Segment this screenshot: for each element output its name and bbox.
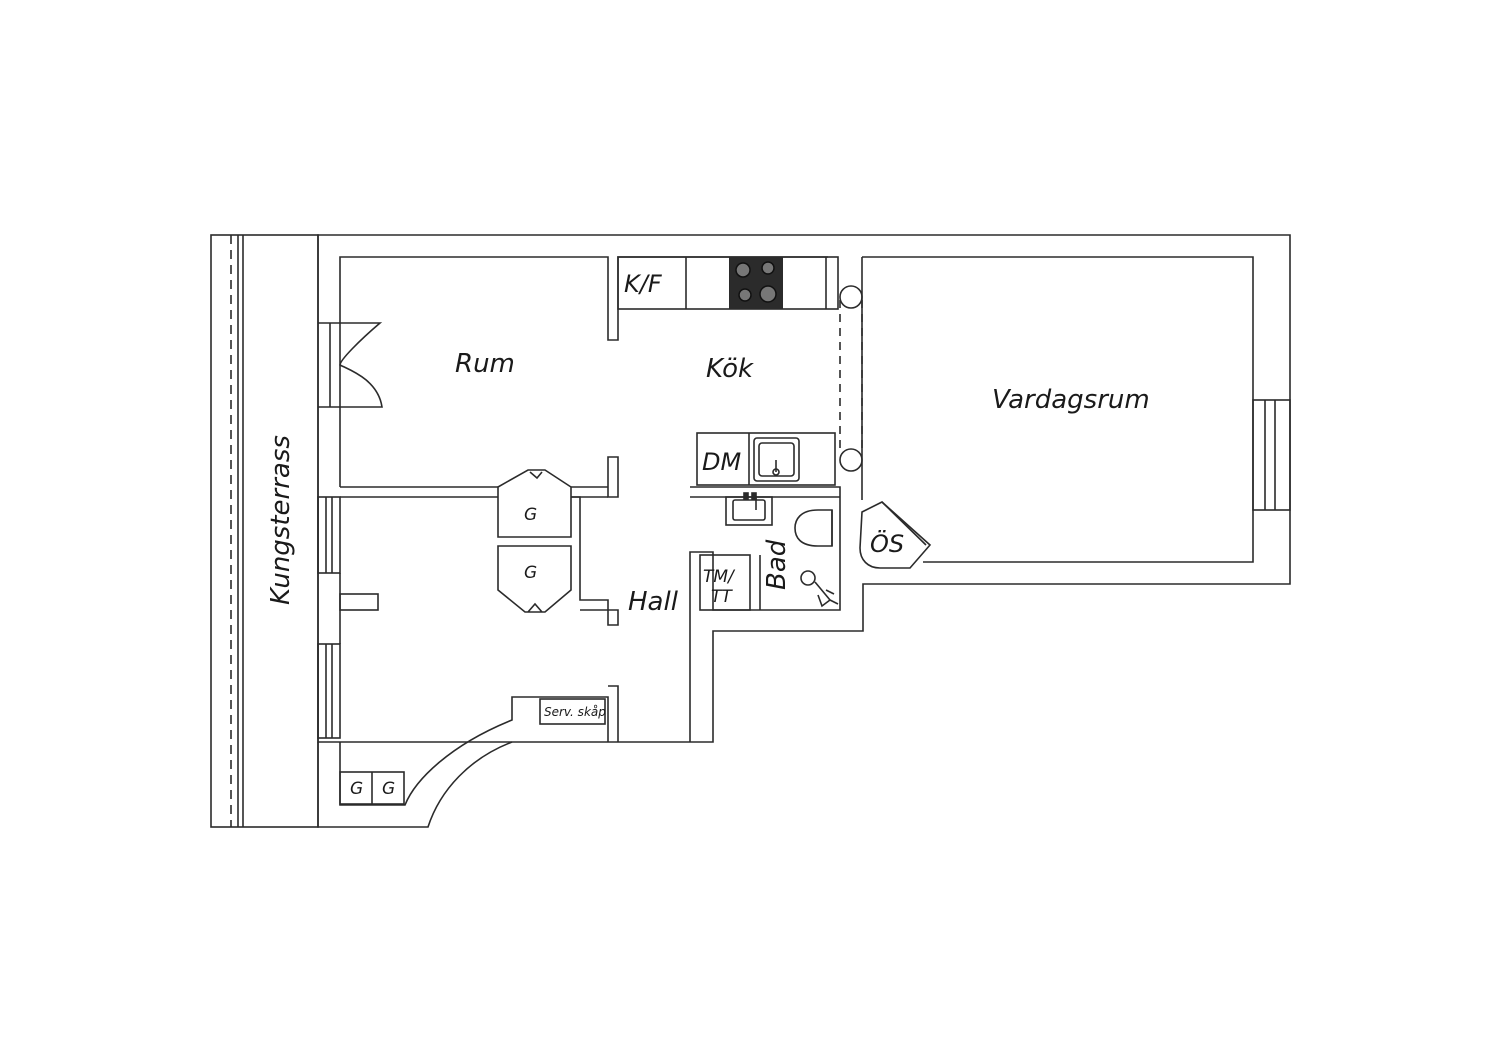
kitchen-counter xyxy=(617,256,839,310)
label-os: ÖS xyxy=(870,529,904,558)
label-tm: TM/ xyxy=(703,567,736,587)
label-wardrobe-2: G xyxy=(524,563,537,583)
bath-sink xyxy=(725,496,773,526)
window xyxy=(317,496,341,574)
label-cabinet-g1: G xyxy=(350,779,363,799)
label-kf: K/F xyxy=(624,270,663,298)
label-kok: Kök xyxy=(706,354,754,384)
label-tt: TT xyxy=(711,587,733,607)
label-wardrobe-1: G xyxy=(524,505,537,525)
label-vardagsrum: Vardagsrum xyxy=(992,385,1150,415)
serv-cabinet xyxy=(539,698,606,725)
window xyxy=(317,643,341,739)
balcony-door xyxy=(318,322,383,408)
label-kungsterrass: Kungsterrass xyxy=(266,435,296,605)
washer xyxy=(699,554,751,611)
toilet xyxy=(794,509,833,547)
label-cabinet-g2: G xyxy=(382,779,395,799)
stove xyxy=(729,257,783,309)
label-bad: Bad xyxy=(762,539,792,590)
label-dm: DM xyxy=(702,448,741,476)
os-closet xyxy=(859,501,932,569)
terrace xyxy=(210,234,319,828)
outer-wall xyxy=(317,234,1291,743)
sink-counter xyxy=(696,432,836,486)
window xyxy=(1252,399,1291,511)
label-serv: Serv. skåp xyxy=(544,705,606,719)
label-rum: Rum xyxy=(455,349,515,379)
wardrobe xyxy=(497,469,572,538)
label-hall: Hall xyxy=(628,587,679,617)
shower xyxy=(800,570,816,586)
wardrobe xyxy=(497,545,572,613)
column xyxy=(839,448,863,472)
column xyxy=(839,285,863,309)
outer-wall-sw xyxy=(317,741,513,828)
